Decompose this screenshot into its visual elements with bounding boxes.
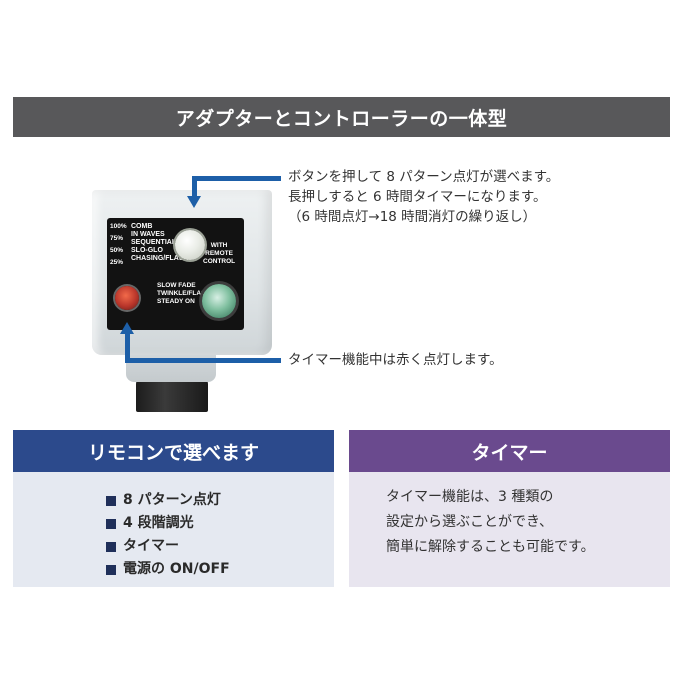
remote-control-label: WITH REMOTE CONTROL (203, 242, 236, 265)
pattern-button[interactable] (175, 230, 205, 260)
timer-panel-title: タイマー (471, 441, 548, 464)
callout-arrow-led-stem (125, 332, 130, 362)
list-item: タイマー (106, 535, 230, 558)
cable-boot (136, 378, 208, 412)
led-callout: タイマー機能中は赤く点灯します。 (288, 352, 503, 368)
mode-labels-lower: SLOW FADE TWINKLE/FLASH STEADY ON (157, 282, 211, 305)
square-bullet-icon (106, 564, 116, 575)
square-bullet-icon (106, 541, 116, 552)
mode-labels: COMB IN WAVES SEQUENTIAL SLO-GLO CHASING… (131, 223, 189, 262)
remote-sensor (202, 284, 236, 318)
callout-arrow-button (192, 176, 281, 181)
callout-arrow-button-stem (192, 181, 197, 203)
top-banner: アダプターとコントローラーの一体型 (13, 97, 670, 137)
timer-panel-header: タイマー (349, 430, 670, 472)
banner-title: アダプターとコントローラーの一体型 (175, 107, 508, 130)
square-bullet-icon (106, 495, 116, 506)
timer-led (115, 286, 139, 310)
list-item: 電源の ON/OFF (106, 558, 230, 581)
list-item: 8 パターン点灯 (106, 489, 230, 512)
remote-panel-body (13, 472, 334, 587)
button-callout: ボタンを押して 8 パターン点灯が選べます。 長押しすると 6 時間タイマーにな… (288, 169, 560, 225)
remote-panel-header: リモコンで選べます (13, 430, 334, 472)
callout-arrow-led (125, 358, 281, 363)
timer-panel-body (349, 472, 670, 587)
remote-feature-list: 8 パターン点灯 4 段階調光 タイマー 電源の ON/OFF (106, 489, 230, 581)
square-bullet-icon (106, 518, 116, 529)
callout-arrowhead-button (187, 196, 201, 208)
timer-description: タイマー機能は、3 種類の 設定から選ぶことができ、 簡単に解除することも可能で… (386, 489, 595, 555)
callout-arrowhead-led (120, 322, 134, 334)
remote-panel-title: リモコンで選べます (87, 441, 259, 464)
speed-labels: 100% 75% 50% 25% (110, 223, 127, 266)
list-item: 4 段階調光 (106, 512, 230, 535)
